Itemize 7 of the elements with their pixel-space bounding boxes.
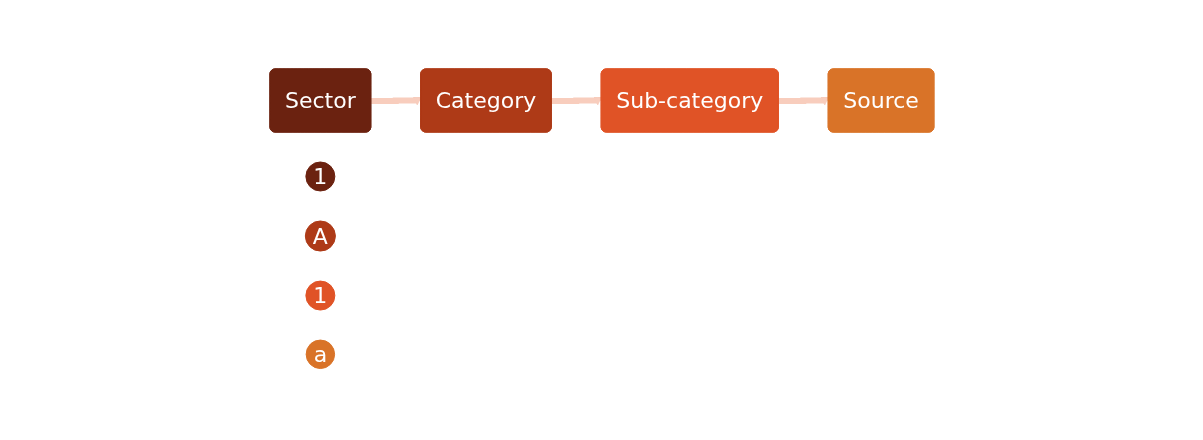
node-circle: a — [305, 339, 335, 370]
node-circle: A — [304, 220, 336, 252]
arrow — [370, 96, 422, 106]
node-circle: 1 — [304, 280, 335, 311]
node-circle: 1 — [304, 161, 335, 192]
arrow — [551, 96, 602, 106]
arrow — [778, 96, 829, 106]
